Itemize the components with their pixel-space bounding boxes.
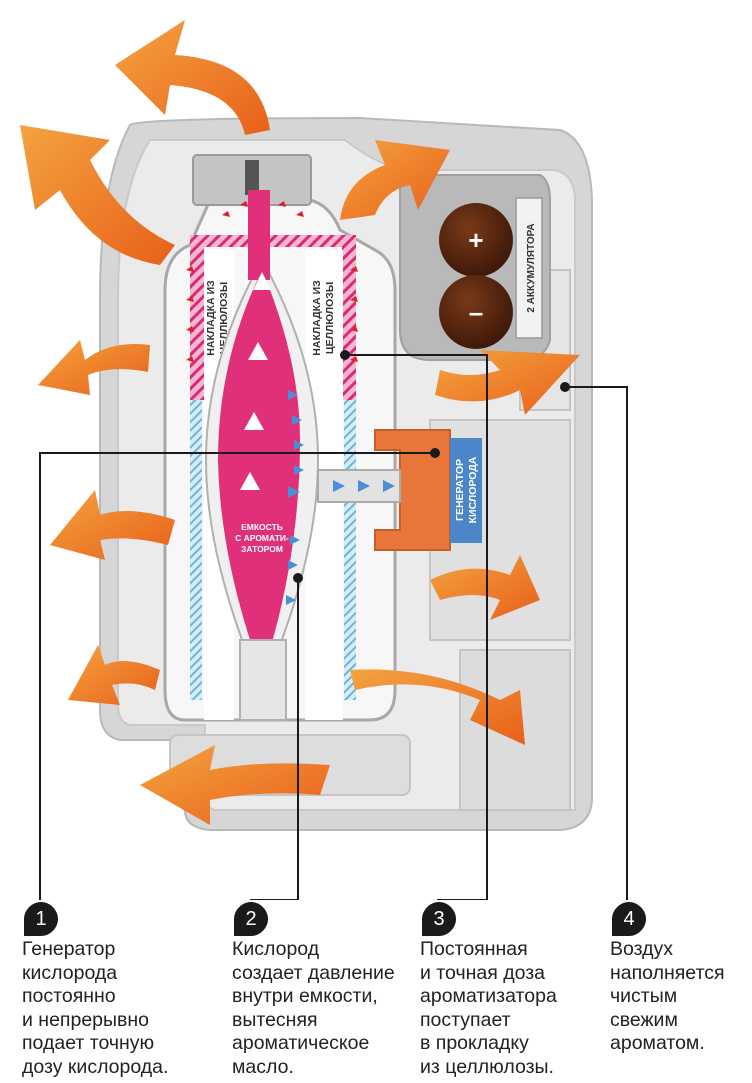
pad-wick-right <box>344 400 356 700</box>
air-freshener-diagram: + – 2 АККУМУЛЯТОРА НАКЛАДКА ИЗ ЦЕЛЛЮЛОЗЫ… <box>20 20 628 900</box>
air-arrow <box>340 140 450 220</box>
air-arrow <box>50 490 175 560</box>
step-3-text: Постоянная и точная доза ароматизатора п… <box>420 938 557 1078</box>
air-arrow <box>115 20 270 135</box>
battery-label-box <box>515 197 543 339</box>
oxygen-generator-label-box <box>450 438 482 543</box>
step-1-number: 1 <box>35 908 47 930</box>
oil-tube <box>248 190 270 280</box>
leader-lines <box>39 354 628 900</box>
step-3-badge <box>422 902 456 936</box>
pad-right-label-2: ЦЕЛЛЮЛОЗЫ <box>324 282 336 354</box>
pad-wick-left <box>190 400 202 700</box>
step-2: 2 Кислород создает давление внутри емкос… <box>232 900 395 1079</box>
oil-white-arrow <box>248 342 268 360</box>
container-label-1: ЕМКОСТЬ <box>241 522 283 532</box>
oil-white-arrow <box>253 272 271 290</box>
oxygen-flow-arrows <box>286 390 395 605</box>
step-2-number: 2 <box>245 908 257 930</box>
cellulose-pad-right <box>342 245 356 400</box>
cellulose-pad-top <box>190 235 356 247</box>
step-4-badge <box>612 902 646 936</box>
battery-label: 2 АККУМУЛЯТОРА <box>526 223 537 312</box>
container-label-2: С АРОМАТИ- <box>235 533 289 543</box>
cap-stem <box>245 160 259 195</box>
step-2-text: Кислород создает давление внутри емкости… <box>232 938 395 1078</box>
step-4-text: Воздух наполняется чистым свежим аромато… <box>610 938 725 1054</box>
bottle-neck-tube <box>239 639 287 721</box>
air-arrow <box>38 340 150 395</box>
air-arrow <box>435 350 580 415</box>
step-3-number: 3 <box>433 908 445 930</box>
pad-right-label-1: НАКЛАДКА ИЗ <box>311 280 323 356</box>
container-label-3: ЗАТОРОМ <box>241 544 283 554</box>
step-4-number: 4 <box>623 908 635 930</box>
step-1-text: Генератор кислорода постоянно и непрерыв… <box>22 938 169 1078</box>
air-arrow <box>140 745 330 825</box>
generator-label-2: КИСЛОРОДА <box>467 456 479 523</box>
battery-minus <box>439 275 513 349</box>
battery-minus-label: – <box>469 297 483 327</box>
step-1: 1 Генератор кислорода постоянно и непрер… <box>22 900 168 1079</box>
air-arrow <box>430 555 540 620</box>
step-4: 4 Воздух наполняется чистым свежим арома… <box>610 900 725 1056</box>
leader-dots <box>293 350 570 583</box>
step-1-badge <box>24 902 58 936</box>
air-arrow <box>20 125 175 265</box>
pad-left-label-1: НАКЛАДКА ИЗ <box>205 280 217 356</box>
red-markers <box>186 201 358 362</box>
fragrance-oil <box>218 270 300 675</box>
battery-plus <box>439 203 513 277</box>
battery-plus-label: + <box>468 225 483 255</box>
step-3: 3 Постоянная и точная доза ароматизатора… <box>420 900 557 1079</box>
oil-white-arrow <box>244 412 264 430</box>
air-arrow <box>350 669 525 745</box>
airflow-arrows <box>20 20 580 825</box>
step-2-badge <box>234 902 268 936</box>
air-arrow <box>68 645 160 705</box>
generator-label-1: ГЕНЕРАТОР <box>454 459 466 521</box>
oil-white-arrow <box>240 472 260 490</box>
